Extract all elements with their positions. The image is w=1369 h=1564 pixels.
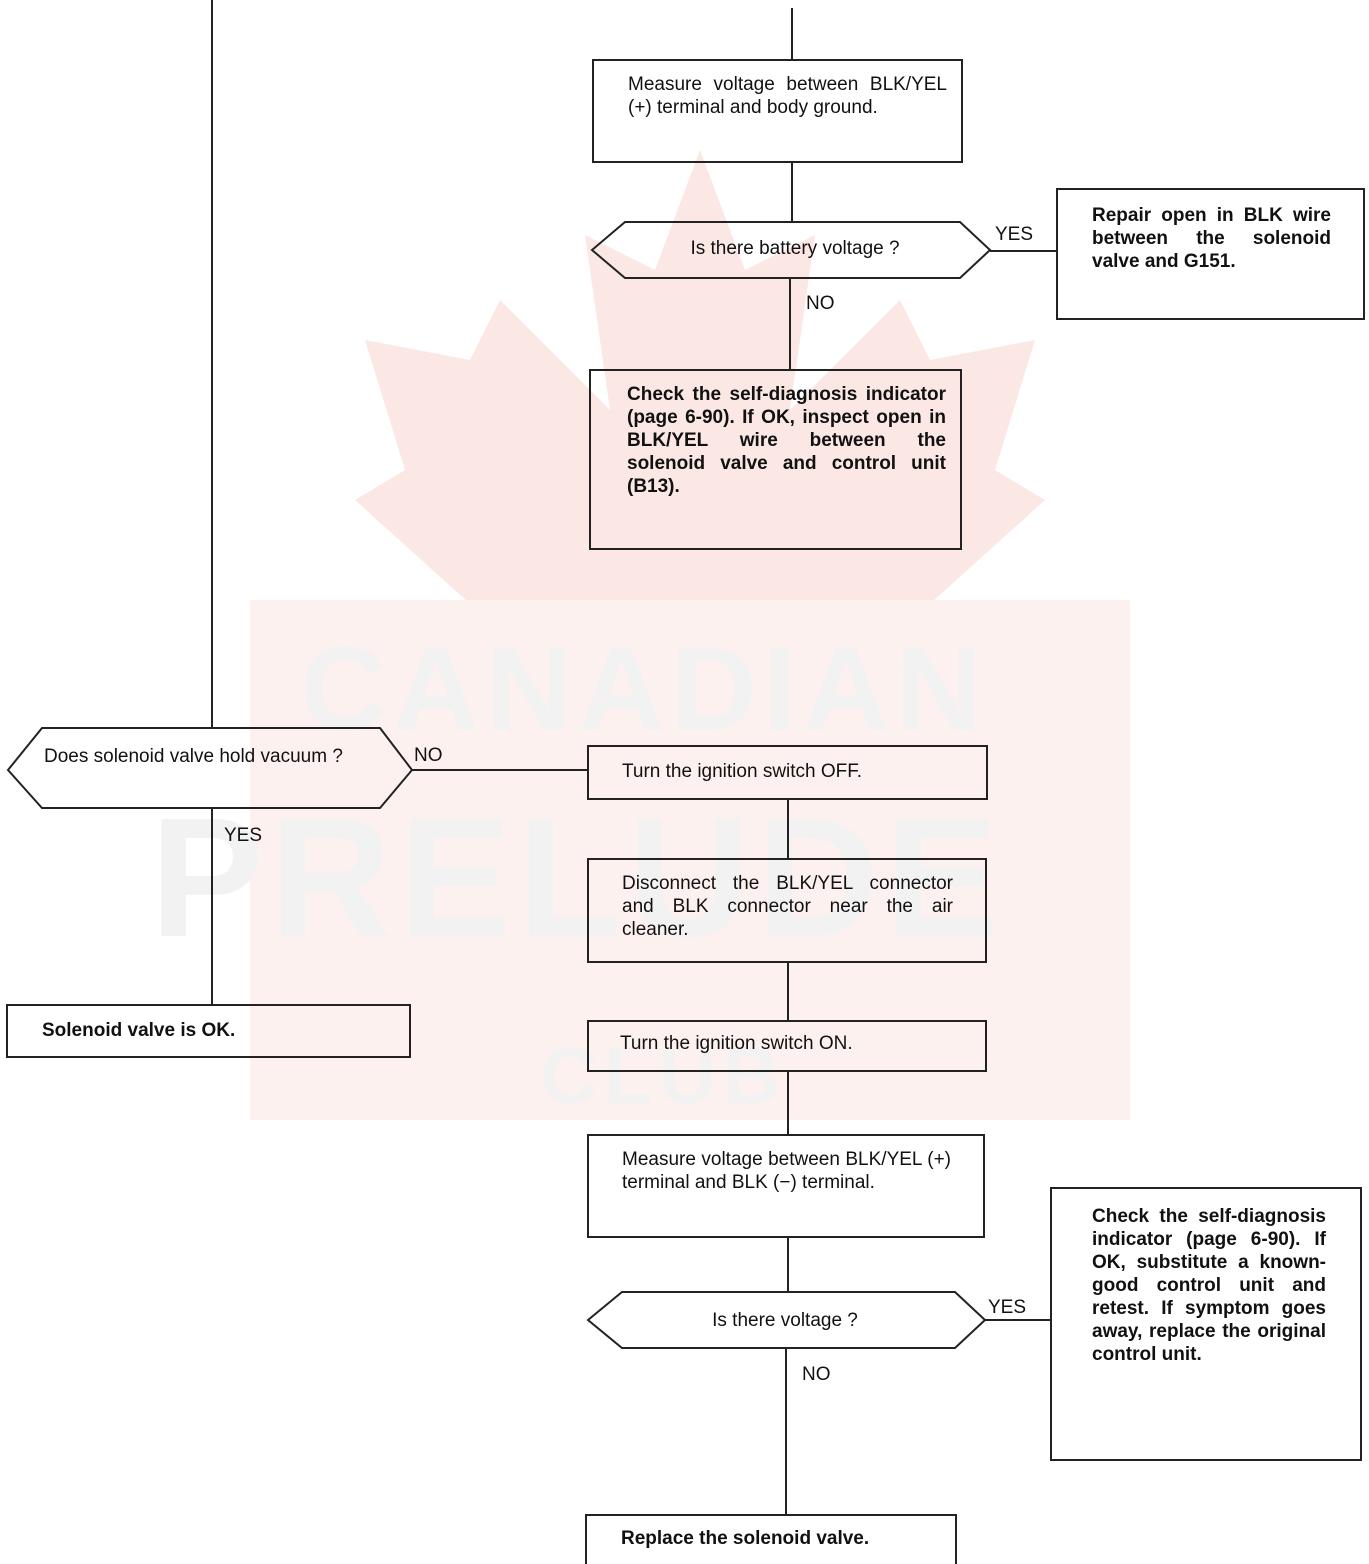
repair-open-blk-box: Repair open in BLK wire between the sole… — [1056, 188, 1365, 320]
decision-vacuum-no-label: NO — [414, 745, 443, 766]
decision-voltage-shape — [586, 1291, 987, 1349]
watermark-line2: PRELUDE — [150, 783, 1005, 973]
decision-voltage-yes-label: YES — [988, 1297, 1027, 1318]
ignition-off-box: Turn the ignition switch OFF. — [587, 745, 988, 800]
check-self-diagnosis-box: Check the self-diagnosis indicator (page… — [589, 369, 962, 550]
check-self-diagnosis-substitute-box: Check the self-diagnosis indicator (page… — [1050, 1187, 1362, 1461]
decision-battery-voltage: Is there battery voltage ? — [690, 238, 900, 259]
replace-solenoid-box: Replace the solenoid valve. — [585, 1514, 957, 1564]
disconnect-connectors-box: Disconnect the BLK/YEL connector and BLK… — [587, 858, 987, 963]
decision-voltage: Is there voltage ? — [712, 1310, 858, 1331]
watermark-line1: CANADIAN — [300, 622, 988, 756]
watermark-line3: CLUB — [540, 1031, 787, 1120]
decision-battery-yes-label: YES — [995, 224, 1034, 245]
decision-voltage-no-label: NO — [802, 1364, 831, 1385]
measure-voltage-body-ground-box: Measure voltage between BLK/YEL (+) term… — [592, 59, 963, 163]
measure-voltage-blk-box: Measure voltage between BLK/YEL (+) term… — [587, 1134, 985, 1238]
decision-solenoid-vacuum: Does solenoid valve hold vacuum ? — [44, 746, 343, 767]
decision-vacuum-shape — [6, 727, 414, 809]
solenoid-ok-box: Solenoid valve is OK. — [6, 1004, 411, 1058]
ignition-on-box: Turn the ignition switch ON. — [587, 1020, 987, 1072]
watermark-band — [250, 600, 1130, 1120]
decision-battery-shape — [590, 221, 992, 279]
decision-vacuum-yes-label: YES — [224, 825, 263, 846]
decision-battery-no-label: NO — [806, 293, 835, 314]
